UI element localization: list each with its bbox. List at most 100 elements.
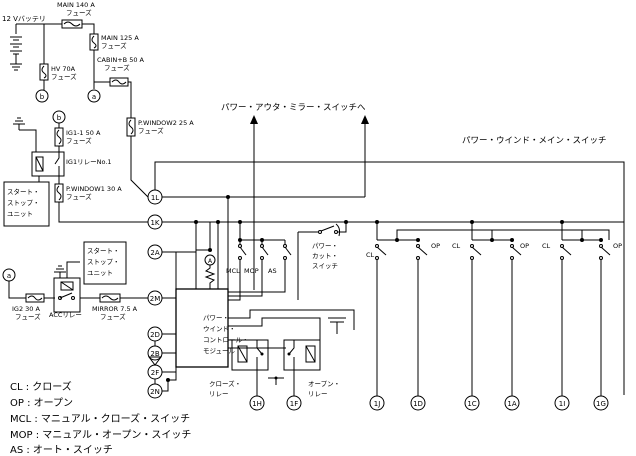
ig1-relay-coil [35, 156, 44, 172]
connector-2A: 2A [147, 244, 163, 260]
connector-2N: 2N [147, 383, 163, 399]
svg-text:b: b [57, 114, 62, 122]
cl-label-1: CL [366, 251, 375, 259]
connector-2D: 2D [147, 326, 163, 342]
connector-1F: 1F [286, 395, 302, 411]
legend-as: AS : オート・スイッチ [10, 445, 113, 456]
ig2-label: IG2 30 A [12, 305, 40, 313]
svg-text:2A: 2A [150, 249, 159, 257]
cl-label-2: CL [452, 242, 461, 250]
main125-label: MAIN 125 A [101, 34, 139, 42]
svg-text:A: A [208, 258, 213, 265]
svg-text:a: a [7, 272, 11, 280]
connector-1D: 1D [410, 395, 426, 411]
ground-symbol-ig1 [13, 117, 25, 130]
svg-text:2D: 2D [150, 331, 160, 339]
ig1-relay-label: IG1リレーNo.1 [66, 158, 112, 166]
main140-label: MAIN 140 A [57, 1, 95, 9]
ig2-fuse [25, 293, 45, 303]
svg-text:フューズ: フューズ [138, 126, 164, 135]
svg-text:1A: 1A [507, 400, 516, 408]
svg-text:1H: 1H [252, 400, 262, 408]
main-switch-group-1 [375, 220, 428, 396]
open-relay-coil [305, 345, 316, 363]
svg-text:ストップ・: ストップ・ [87, 258, 120, 266]
svg-text:1I: 1I [559, 400, 566, 408]
svg-text:1D: 1D [413, 400, 423, 408]
resistor-circuit: A [196, 222, 216, 289]
pwindow1-fuse [54, 183, 64, 203]
as-switch [228, 240, 292, 293]
svg-text:1L: 1L [151, 194, 159, 202]
op-label-2: OP [520, 242, 529, 250]
svg-text:リレー: リレー [209, 390, 229, 398]
connector-2M: 2M [147, 290, 163, 306]
power-window-control-module [175, 288, 229, 368]
legend-mop: MOP : マニュアル・オープン・スイッチ [10, 430, 192, 441]
connector-2F: 2F [147, 364, 163, 380]
open-relay-label-1: オープン・ [308, 380, 340, 388]
svg-text:2N: 2N [150, 388, 160, 396]
svg-text:カット・: カット・ [312, 252, 338, 260]
battery-label: 12 Vバッテリ [2, 15, 46, 23]
arrow-to-mirror-left [250, 115, 258, 290]
cabin-fuse [109, 77, 129, 87]
connector-1H: 1H [249, 395, 265, 411]
mop-label: MOP [244, 267, 259, 275]
svg-text:b: b [40, 93, 45, 101]
op-label-3: OP [613, 242, 622, 250]
close-relay-coil [237, 345, 248, 363]
mcl-label: MCL [226, 267, 240, 275]
svg-text:フューズ: フューズ [101, 41, 127, 50]
main-switch-group-3 [560, 220, 611, 396]
svg-text:リレー: リレー [308, 390, 328, 398]
svg-text:2M: 2M [150, 295, 161, 303]
svg-text:フューズ: フューズ [51, 72, 77, 81]
cabin-label: CABIN+B 50 A [97, 56, 145, 64]
legend-op: OP : オープン [10, 398, 74, 409]
main-switch-group-2 [470, 220, 522, 396]
mcl-switch [228, 240, 247, 301]
connector-a-top [87, 89, 101, 103]
cl-label-3: CL [542, 242, 551, 250]
open-relay [283, 339, 321, 371]
hv70-fuse [39, 63, 49, 81]
svg-text:2B: 2B [150, 350, 159, 358]
connector-1G: 1G [593, 395, 609, 411]
svg-text:1G: 1G [596, 400, 606, 408]
svg-text:1K: 1K [150, 219, 159, 227]
ig1-relay-box [31, 151, 65, 177]
svg-text:フューズ: フューズ [66, 8, 92, 17]
svg-text:1F: 1F [290, 400, 298, 408]
svg-text:ユニット: ユニット [7, 210, 33, 218]
connector-1K: 1K [147, 214, 163, 230]
svg-text:モジュール: モジュール [203, 347, 236, 355]
svg-text:a: a [92, 93, 96, 101]
main-switch-label: パワー・ウインド・メイン・スイッチ [462, 136, 607, 146]
close-relay [231, 339, 269, 371]
mop-switch [228, 240, 269, 297]
svg-text:1C: 1C [467, 400, 476, 408]
as-label: AS [268, 267, 277, 275]
svg-text:コントロール・: コントロール・ [203, 336, 249, 344]
ground-triangle [148, 356, 162, 366]
svg-text:パワー・: パワー・ [203, 314, 229, 322]
power-cut-switch [297, 220, 348, 300]
acc-relay-coil [60, 281, 74, 291]
acc-relay-label: ACCリレー [49, 311, 82, 319]
svg-text:ユニット: ユニット [87, 269, 113, 277]
connector-1L: 1L [147, 189, 163, 205]
ig1-fuse [54, 127, 64, 147]
hv70-label: HV 70A [51, 65, 76, 73]
ig1-fuse-label: IG1-1 50 A [66, 129, 101, 137]
svg-text:フューズ: フューズ [100, 312, 126, 321]
connector-1I: 1I [554, 395, 570, 411]
pwindow2-fuse [126, 117, 136, 137]
legend-mcl: MCL : マニュアル・クローズ・スイッチ [10, 414, 191, 425]
main125-fuse [89, 33, 99, 51]
svg-text:スイッチ: スイッチ [312, 262, 338, 270]
op-label-1: OP [431, 242, 440, 250]
svg-text:フューズ: フューズ [66, 136, 92, 145]
close-relay-label-1: クローズ・ [209, 379, 241, 388]
